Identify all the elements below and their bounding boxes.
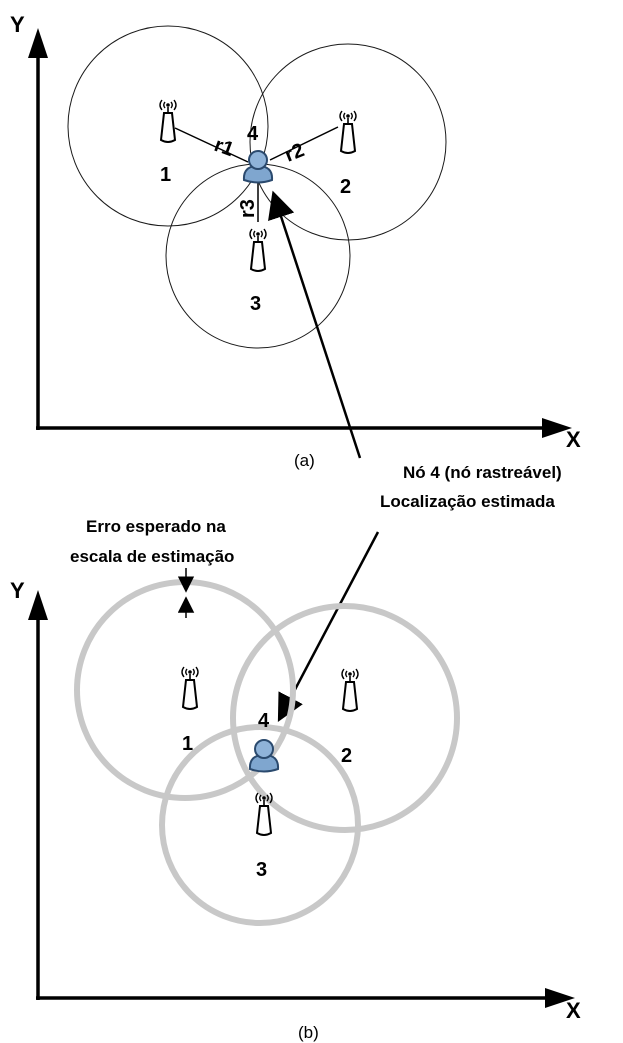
uncertainty-circle-2 bbox=[230, 603, 460, 833]
error-note-line-1: Erro esperado na bbox=[86, 517, 226, 536]
y-axis-arrowhead-b bbox=[28, 590, 48, 620]
y-axis-label-a: Y bbox=[10, 12, 25, 37]
antenna-icon-2 bbox=[339, 110, 357, 154]
range-circle-2 bbox=[249, 43, 447, 241]
antenna-icon-3 bbox=[249, 228, 267, 272]
antenna-icon-2-b bbox=[341, 668, 359, 712]
callout-arrow-a bbox=[268, 190, 362, 459]
tracked-node-label-a: 4 bbox=[247, 123, 259, 145]
range-line-2 bbox=[269, 126, 339, 161]
tracked-node-label-b: 4 bbox=[258, 710, 270, 732]
range-label-r1: r1 bbox=[211, 134, 236, 161]
panel-a: Y X 1 2 3 4 r1 r2 r3 (a) bbox=[10, 12, 581, 470]
callout-line-1: Nó 4 (nó rastreável) bbox=[403, 463, 562, 482]
antenna-icon-1 bbox=[159, 99, 177, 143]
x-axis-arrowhead-a bbox=[542, 418, 572, 438]
x-axis-arrowhead-b bbox=[545, 988, 575, 1008]
caption-b: (b) bbox=[298, 1023, 319, 1042]
callout-arrow-b bbox=[277, 531, 380, 723]
node-label-1-b: 1 bbox=[182, 733, 193, 755]
antenna-icon-1-b bbox=[181, 666, 199, 710]
x-axis-label-b: X bbox=[566, 998, 581, 1023]
node-label-3-a: 3 bbox=[250, 293, 261, 315]
node-label-2-b: 2 bbox=[341, 745, 352, 767]
caption-a: (a) bbox=[294, 451, 315, 470]
x-axis-label-a: X bbox=[566, 427, 581, 452]
range-line-1 bbox=[174, 127, 249, 163]
error-note-line-2: escala de estimação bbox=[70, 547, 234, 566]
y-axis-arrowhead-a bbox=[28, 28, 48, 58]
node-label-3-b: 3 bbox=[256, 859, 267, 881]
panel-b: Y X 1 2 3 4 Erro esperado na escala de e… bbox=[10, 517, 581, 1042]
node-label-1-a: 1 bbox=[160, 164, 171, 186]
uncertainty-circle-3 bbox=[159, 724, 361, 926]
y-axis-label-b: Y bbox=[10, 578, 25, 603]
callout: Nó 4 (nó rastreável) Localização estimad… bbox=[268, 190, 562, 723]
node-label-2-a: 2 bbox=[340, 176, 351, 198]
tracked-node-icon-a bbox=[242, 150, 274, 184]
callout-line-2: Localização estimada bbox=[380, 492, 555, 511]
range-circle-1 bbox=[67, 25, 269, 227]
range-label-r3: r3 bbox=[237, 199, 259, 218]
